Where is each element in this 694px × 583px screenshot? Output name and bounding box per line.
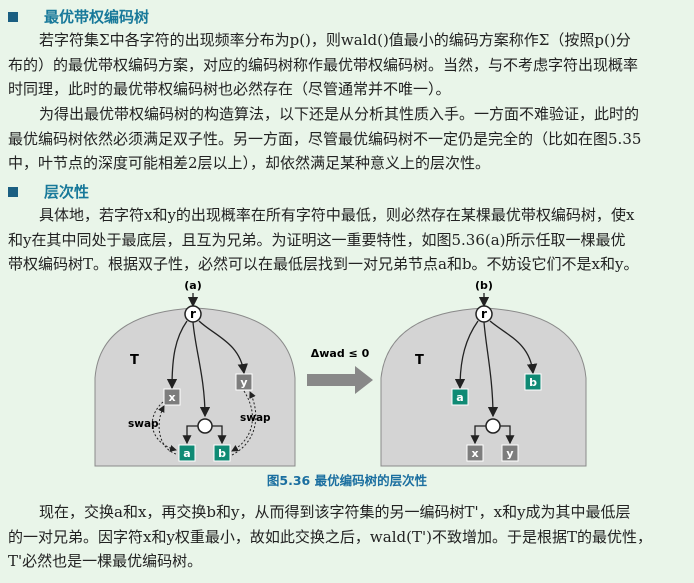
node-x bbox=[466, 444, 484, 462]
node-a bbox=[178, 444, 196, 462]
transform-label: Δwad ≤ 0 bbox=[311, 347, 370, 360]
node-x bbox=[163, 388, 181, 406]
figure-caption: 图5.36 最优编码树的层次性 bbox=[266, 473, 428, 488]
edge-root-parent bbox=[192, 321, 211, 418]
root-node-label: r bbox=[481, 307, 487, 321]
paragraph-line: 带权编码树T。根据双子性，必然可以在最低层找到一对兄弟节点a和b。不妨设它们不是… bbox=[8, 255, 639, 273]
edge-root-x bbox=[166, 320, 188, 390]
section-title: 层次性 bbox=[44, 183, 90, 201]
edge-parent-b bbox=[212, 425, 227, 445]
edge-root-b bbox=[489, 320, 538, 375]
node-y bbox=[501, 444, 519, 462]
section-heading-hierarchy: 层次性 bbox=[8, 181, 89, 202]
parent-node-xy bbox=[485, 418, 501, 434]
edge-parent-y bbox=[500, 425, 515, 445]
edge-root-a bbox=[454, 320, 479, 390]
tree-name: T bbox=[415, 353, 424, 368]
edge-root-y bbox=[198, 320, 248, 375]
node-y-label: y bbox=[240, 376, 247, 389]
edge-root-parent bbox=[483, 321, 499, 418]
paragraph-line: 若字符集Σ中各字符的出现频率分布为p()，则wald()值最小的编码方案称作Σ（… bbox=[39, 31, 631, 49]
figure-hierarchy-diagram: (a) r T x y a b swap swap Δwad ≤ 0 (b) r bbox=[94, 279, 587, 467]
tree-t-shape bbox=[94, 307, 296, 467]
paragraph-line: 中，叶节点的深度可能相差2层以上），却依然满足某种意义上的层次性。 bbox=[8, 154, 491, 172]
node-a-label: a bbox=[183, 447, 190, 460]
tree-t-prime-shape bbox=[380, 307, 587, 467]
node-b-label: b bbox=[529, 376, 537, 389]
swap-arrow-b-y bbox=[231, 391, 257, 456]
node-b bbox=[213, 444, 231, 462]
node-b bbox=[524, 373, 542, 391]
node-a bbox=[451, 388, 469, 406]
root-node-label: r bbox=[190, 307, 196, 321]
paragraph-1: 若字符集Σ中各字符的出现频率分布为p()，则wald()值最小的编码方案称作Σ（… bbox=[8, 28, 686, 102]
swap-label-right: swap bbox=[240, 412, 271, 424]
paragraph-line: 最优编码树依然必须满足双子性。另一方面，尽管最优编码树不一定仍是完全的（比如在图… bbox=[8, 129, 642, 148]
swap-label-left: swap bbox=[128, 418, 159, 430]
bullet-square-icon bbox=[8, 186, 18, 197]
bullet-square-icon bbox=[8, 11, 18, 22]
transform-arrow-icon bbox=[307, 366, 373, 394]
paragraph-line: 具体地，若字符x和y的出现概率在所有字符中最低，则必然存在某棵最优带权编码树，使… bbox=[39, 206, 635, 224]
paragraph-3: 具体地，若字符x和y的出现概率在所有字符中最低，则必然存在某棵最优带权编码树，使… bbox=[8, 203, 686, 277]
paragraph-line: 为得出最优带权编码树的构造算法，以下还是从分析其性质入手。一方面不难验证，此时的 bbox=[39, 105, 640, 123]
paragraph-4: 现在，交换a和x，再交换b和y，从而得到该字符集的另一编码树T'，x和y成为其中… bbox=[8, 500, 686, 574]
node-y bbox=[235, 373, 253, 391]
figure-label-a: (a) bbox=[184, 279, 201, 292]
paragraph-line: 现在，交换a和x，再交换b和y，从而得到该字符集的另一编码树T'，x和y成为其中… bbox=[39, 503, 631, 521]
section-title: 最优带权编码树 bbox=[44, 8, 150, 26]
node-a-label: a bbox=[456, 391, 463, 404]
node-b-label: b bbox=[218, 447, 226, 460]
paragraph-line: 和y在其中同处于最底层，且互为兄弟。为证明这一重要特性，如图5.36(a)所示任… bbox=[8, 230, 626, 249]
node-y-label: y bbox=[506, 447, 513, 460]
swap-arrow-a-x bbox=[158, 405, 177, 455]
paragraph-line: 布的）的最优带权编码方案，对应的编码树称作最优带权编码树。当然，与不考虑字符出现… bbox=[8, 55, 639, 74]
paragraph-line: T'必然也是一棵最优编码树。 bbox=[8, 552, 203, 570]
tree-name: T bbox=[130, 353, 139, 368]
paragraph-line: 时同理，此时的最优带权编码树也必然存在（尽管通常并不唯一）。 bbox=[8, 80, 451, 98]
paragraph-2: 为得出最优带权编码树的构造算法，以下还是从分析其性质入手。一方面不难验证，此时的… bbox=[8, 102, 686, 176]
edge-parent-a bbox=[182, 425, 198, 445]
edge-parent-x bbox=[470, 425, 486, 445]
section-heading-optimal-weighted-tree: 最优带权编码树 bbox=[8, 6, 149, 27]
figure-label-b: (b) bbox=[475, 279, 493, 292]
node-x-label: x bbox=[471, 447, 478, 460]
paragraph-line: 的一对兄弟。因字符x和y权重最小，故如此交换之后，wald(T')不致增加。于是… bbox=[8, 527, 652, 546]
parent-node-ab bbox=[197, 418, 213, 434]
node-x-label: x bbox=[168, 391, 175, 404]
